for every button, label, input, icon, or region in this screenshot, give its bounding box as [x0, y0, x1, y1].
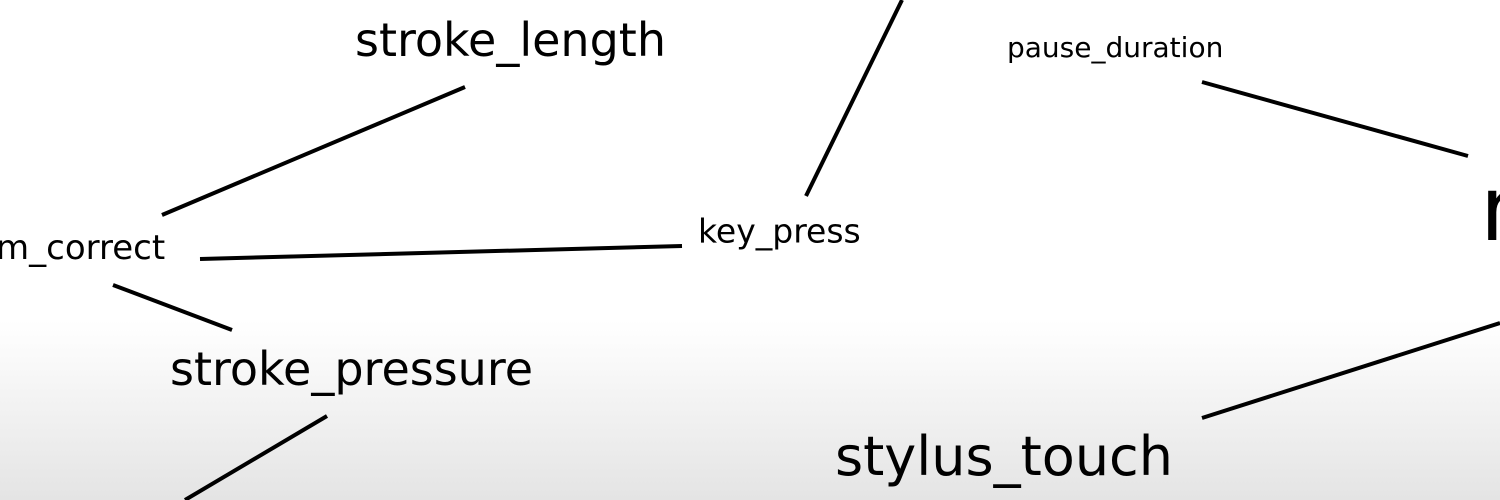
node-pause-duration: pause_duration: [1007, 31, 1224, 64]
edge-m-correct-to-stroke-length: [161, 85, 466, 217]
node-stroke-pressure: stroke_pressure: [170, 342, 534, 396]
node-stylus-touch: stylus_touch: [835, 425, 1173, 488]
edge-pause-duration-to-n-partial: [1201, 80, 1469, 158]
edge-m-correct-to-key-press: [199, 244, 683, 261]
node-m-correct: m_correct: [0, 228, 166, 268]
node-n-partial: n: [1480, 165, 1500, 255]
edge-key-press-to-offscreen-top: [804, 0, 904, 197]
edge-m-correct-to-stroke-pressure: [112, 283, 233, 332]
node-stroke-length: stroke_length: [355, 13, 666, 67]
node-key-press: key_press: [698, 211, 861, 251]
edge-stylus-touch-to-offscreen-right: [1201, 321, 1500, 420]
edge-stroke-pressure-to-offscreen-bottom: [183, 414, 329, 500]
